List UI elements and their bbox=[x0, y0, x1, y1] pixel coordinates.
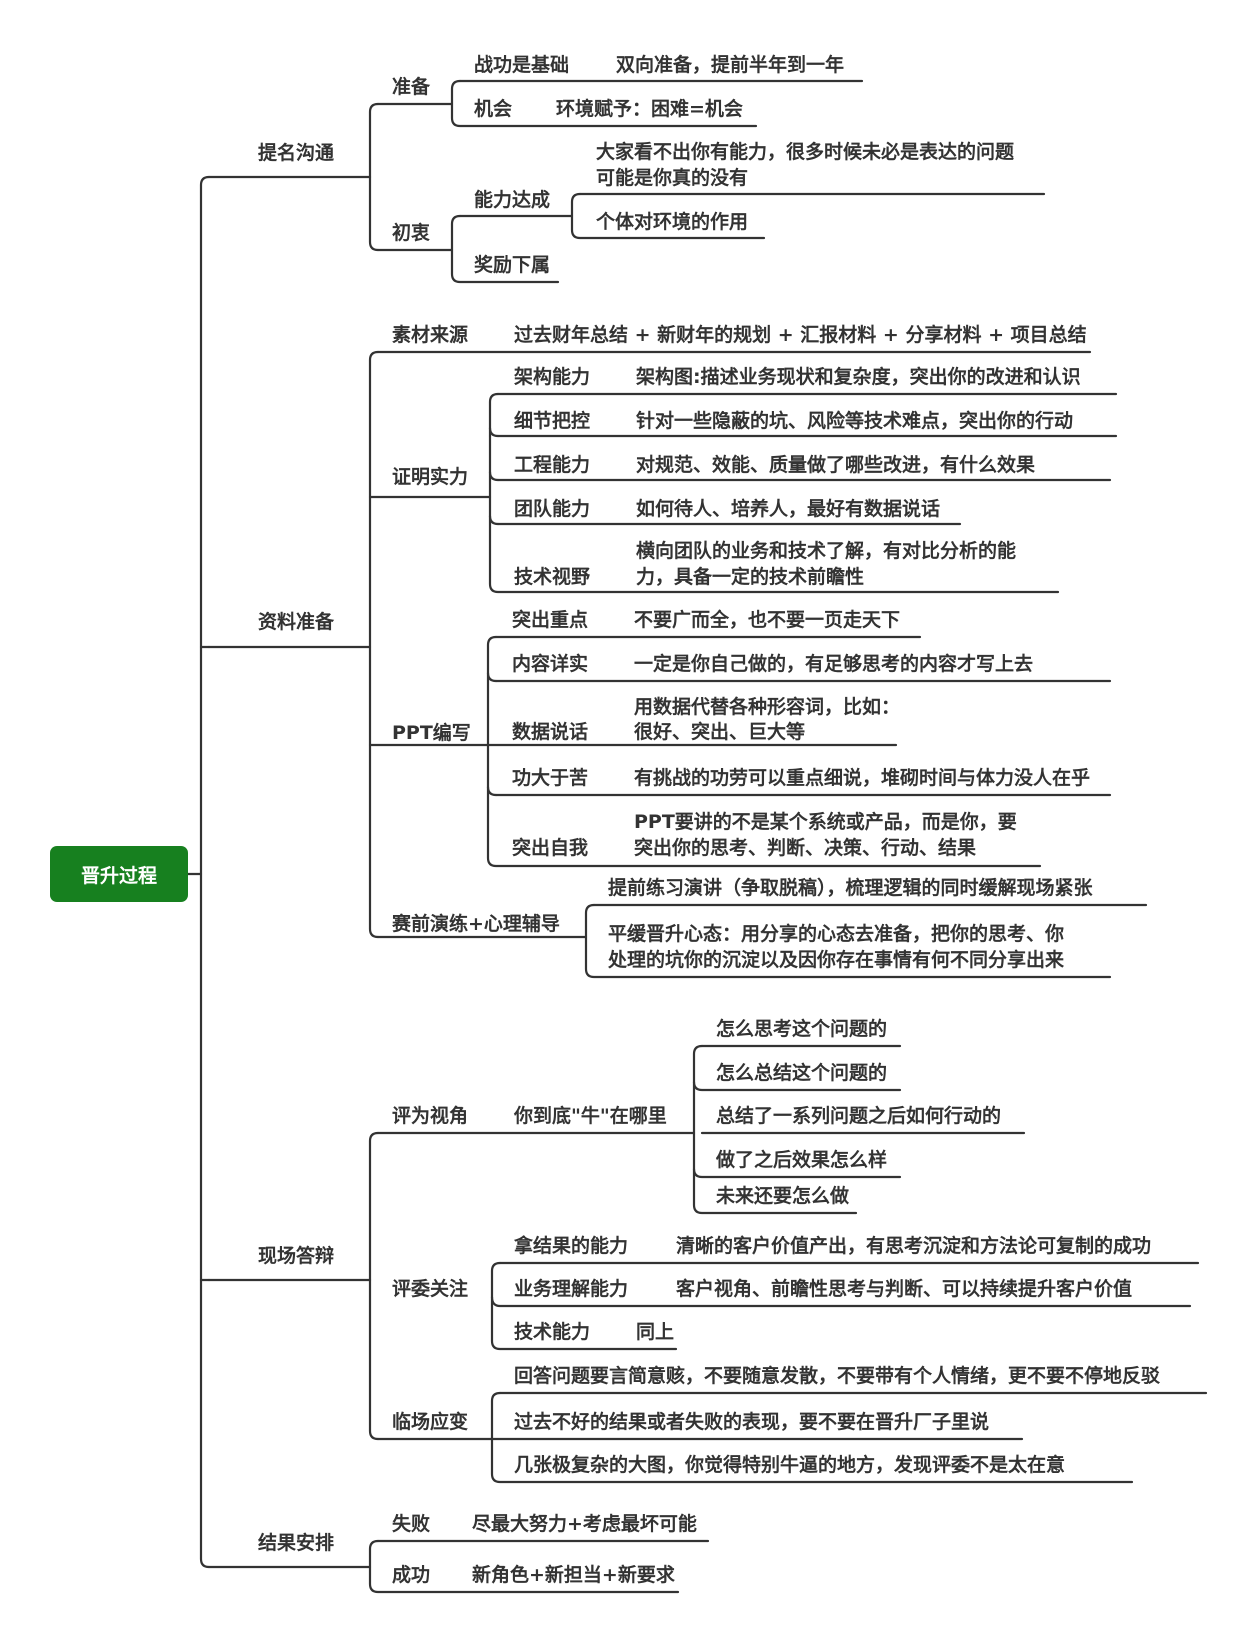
node-rehearsal-note2-line2: 处理的坑你的沉淀以及因你存在事情有何不同分享出来 bbox=[608, 949, 1065, 971]
node-rehearsal-note2-line1: 平缓晋升心态：用分享的心态去准备，把你的思考、你 bbox=[608, 923, 1065, 945]
node-self[interactable]: 突出自我 bbox=[512, 837, 589, 859]
root-node[interactable]: 晋升过程 bbox=[50, 846, 188, 902]
node-team-detail: 如何待人、培养人，最好有数据说话 bbox=[636, 498, 941, 520]
node-success-detail: 新角色+新担当+新要求 bbox=[472, 1564, 675, 1586]
node-fail[interactable]: 失败 bbox=[392, 1513, 431, 1535]
node-self-detail-line1: PPT要讲的不是某个系统或产品，而是你，要 bbox=[634, 811, 1017, 833]
node-tech[interactable]: 技术能力 bbox=[514, 1321, 591, 1343]
branch-nomination[interactable]: 提名沟通 bbox=[258, 142, 335, 164]
node-ability-note1-line1: 大家看不出你有能力，很多时候未必是表达的问题 bbox=[596, 141, 1015, 163]
node-results-ability-detail: 清晰的客户价值产出，有思考沉淀和方法论可复制的成功 bbox=[676, 1235, 1152, 1257]
node-adapt-note1: 回答问题要言简意赅，不要随意发散，不要带有个人情绪，更不要不停地反驳 bbox=[514, 1365, 1161, 1387]
node-vision[interactable]: 技术视野 bbox=[514, 566, 591, 588]
node-arch-detail: 架构图:描述业务现状和复杂度，突出你的改进和认识 bbox=[636, 366, 1081, 388]
node-judges-focus[interactable]: 评委关注 bbox=[392, 1278, 469, 1300]
node-reward[interactable]: 奖励下属 bbox=[474, 254, 551, 276]
node-rehearsal-note1: 提前练习演讲（争取脱稿），梳理逻辑的同时缓解现场紧张 bbox=[608, 877, 1093, 899]
node-source-detail: 过去财年总结 + 新财年的规划 + 汇报材料 + 分享材料 + 项目总结 bbox=[514, 324, 1087, 346]
node-detail-ctrl[interactable]: 细节把控 bbox=[514, 410, 591, 432]
node-merit[interactable]: 战功是基础 bbox=[474, 54, 570, 76]
node-adapt[interactable]: 临场应变 bbox=[392, 1411, 469, 1433]
node-q3: 总结了一系列问题之后如何行动的 bbox=[716, 1105, 1002, 1127]
node-merit-over-toil-detail: 有挑战的功劳可以重点细说，堆砌时间与体力没人在乎 bbox=[634, 767, 1091, 789]
node-perspective[interactable]: 评为视角 bbox=[392, 1105, 469, 1127]
node-content-detail: 一定是你自己做的，有足够思考的内容才写上去 bbox=[634, 653, 1034, 675]
node-merit-over-toil[interactable]: 功大于苦 bbox=[512, 767, 589, 789]
node-business-detail: 客户视角、前瞻性思考与判断、可以持续提升客户价值 bbox=[676, 1278, 1133, 1300]
node-business[interactable]: 业务理解能力 bbox=[514, 1278, 629, 1300]
root-label: 晋升过程 bbox=[80, 864, 157, 887]
node-vision-detail-line2: 力，具备一定的技术前瞻性 bbox=[636, 566, 865, 588]
node-opportunity[interactable]: 机会 bbox=[474, 98, 513, 120]
node-focus[interactable]: 突出重点 bbox=[512, 609, 589, 631]
node-ppt[interactable]: PPT编写 bbox=[392, 722, 471, 744]
node-q1: 怎么思考这个问题的 bbox=[716, 1018, 888, 1040]
node-data-detail-line2: 很好、突出、巨大等 bbox=[634, 721, 806, 743]
node-team[interactable]: 团队能力 bbox=[514, 498, 591, 520]
node-ability-note2: 个体对环境的作用 bbox=[596, 211, 749, 233]
node-q2: 怎么总结这个问题的 bbox=[716, 1062, 888, 1084]
node-success[interactable]: 成功 bbox=[392, 1564, 431, 1586]
node-eng[interactable]: 工程能力 bbox=[514, 454, 591, 476]
node-vision-detail-line1: 横向团队的业务和技术了解，有对比分析的能 bbox=[636, 540, 1017, 562]
branch-result[interactable]: 结果安排 bbox=[258, 1532, 335, 1554]
node-q4: 做了之后效果怎么样 bbox=[716, 1149, 888, 1171]
node-eng-detail: 对规范、效能、质量做了哪些改进，有什么效果 bbox=[636, 454, 1036, 476]
node-content[interactable]: 内容详实 bbox=[512, 653, 589, 675]
node-adapt-note3: 几张极复杂的大图，你觉得特别牛逼的地方，发现评委不是太在意 bbox=[514, 1454, 1066, 1476]
node-source[interactable]: 素材来源 bbox=[392, 324, 469, 346]
node-perspective-detail: 你到底"牛"在哪里 bbox=[514, 1105, 667, 1127]
node-arch[interactable]: 架构能力 bbox=[514, 366, 591, 388]
node-self-detail-line2: 突出你的思考、判断、决策、行动、结果 bbox=[634, 837, 977, 859]
node-prepare[interactable]: 准备 bbox=[392, 76, 431, 98]
node-merit-detail: 双向准备，提前半年到一年 bbox=[616, 54, 845, 76]
node-results-ability[interactable]: 拿结果的能力 bbox=[514, 1235, 629, 1257]
node-intent[interactable]: 初衷 bbox=[392, 222, 431, 244]
node-q5: 未来还要怎么做 bbox=[716, 1185, 850, 1207]
node-ability-note1-line2: 可能是你真的没有 bbox=[596, 167, 749, 189]
node-tech-detail: 同上 bbox=[636, 1321, 675, 1343]
node-rehearsal[interactable]: 赛前演练+心理辅导 bbox=[392, 913, 560, 935]
node-fail-detail: 尽最大努力+考虑最坏可能 bbox=[472, 1513, 697, 1535]
node-data-detail-line1: 用数据代替各种形容词，比如： bbox=[634, 696, 901, 718]
branch-materials[interactable]: 资料准备 bbox=[258, 611, 335, 633]
node-ability[interactable]: 能力达成 bbox=[474, 189, 551, 211]
node-opportunity-detail: 环境赋予：困难=机会 bbox=[556, 98, 743, 120]
node-data[interactable]: 数据说话 bbox=[512, 721, 589, 743]
node-prove[interactable]: 证明实力 bbox=[392, 466, 469, 488]
node-detail-ctrl-detail: 针对一些隐蔽的坑、风险等技术难点，突出你的行动 bbox=[636, 410, 1074, 432]
node-focus-detail: 不要广而全，也不要一页走天下 bbox=[634, 609, 901, 631]
node-adapt-note2: 过去不好的结果或者失败的表现，要不要在晋升厂子里说 bbox=[514, 1411, 990, 1433]
branch-defense[interactable]: 现场答辩 bbox=[258, 1245, 335, 1267]
